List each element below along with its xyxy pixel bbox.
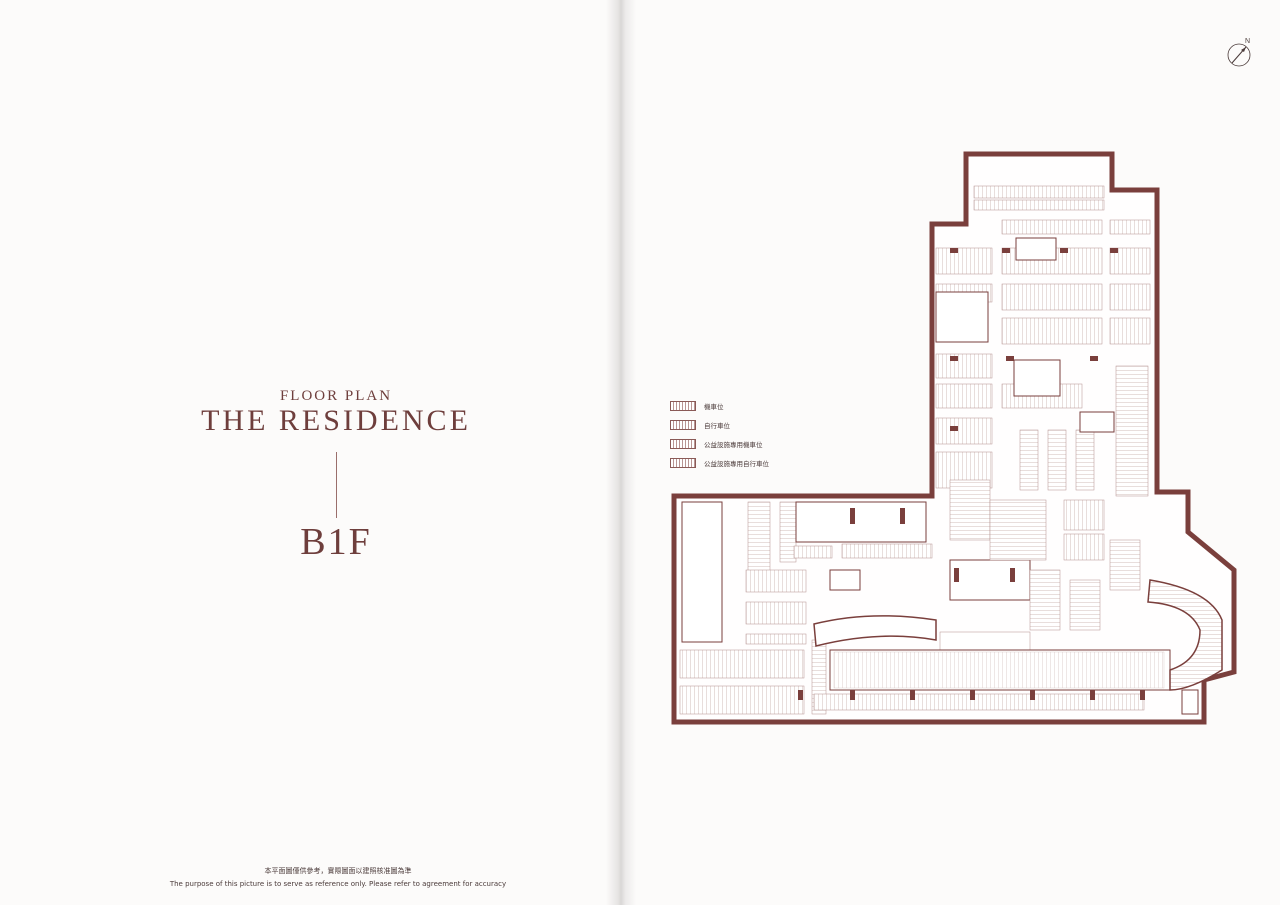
columns	[798, 248, 1145, 700]
left-page: FLOOR PLAN THE RESIDENCE B1F 本平面圖僅供參考，實際…	[0, 0, 618, 905]
vertical-divider	[336, 452, 337, 518]
floor-plan-kicker: FLOOR PLAN	[279, 388, 393, 404]
legend-label: 公益設施專用機車位	[704, 440, 763, 449]
page-gutter	[606, 0, 636, 905]
bicycle-space-swatch	[670, 419, 696, 430]
floor-label: B1F	[300, 521, 372, 563]
ramp-left	[813, 615, 937, 647]
scooter-space-swatch	[670, 400, 696, 411]
page-title: THE RESIDENCE	[201, 404, 471, 437]
legend-label: 自行車位	[704, 421, 730, 430]
disclaimer-chinese: 本平面圖僅供參考，實際圖面以建照核准圖為準	[264, 867, 412, 875]
public-bicycle-swatch	[670, 457, 696, 468]
north-compass-icon: N	[1226, 36, 1254, 68]
legend-label: 公益設施專用自行車位	[704, 459, 769, 468]
tower-parking	[935, 185, 1151, 497]
public-scooter-swatch	[670, 438, 696, 449]
legend-item: 機車位	[670, 396, 769, 415]
floor-plan-drawing	[671, 151, 1237, 725]
disclaimer-english: The purpose of this picture is to serve …	[169, 880, 507, 888]
ramp-right	[1147, 579, 1223, 691]
legend-label: 機車位	[704, 402, 724, 411]
legend-item: 公益設施專用機車位	[670, 434, 769, 453]
legend: 機車位 自行車位 公益設施專用機車位 公益設施專用自行車位	[670, 396, 769, 472]
legend-item: 公益設施專用自行車位	[670, 453, 769, 472]
legend-item: 自行車位	[670, 415, 769, 434]
compass-label: N	[1245, 38, 1250, 45]
